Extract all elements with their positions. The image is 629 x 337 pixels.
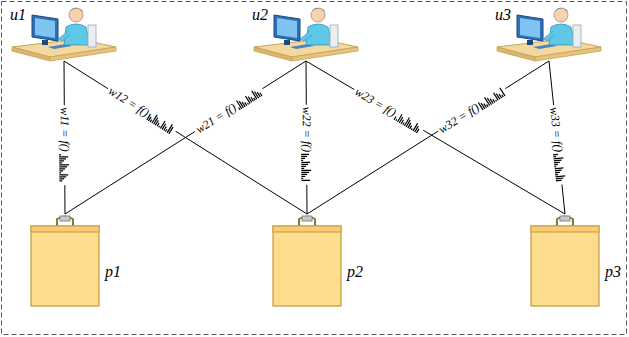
user-node: u2 xyxy=(250,3,362,63)
weight-label: w32 = f() xyxy=(434,83,509,138)
product-node: p2 xyxy=(272,212,342,307)
histogram-glyph xyxy=(476,85,507,110)
user-label: u3 xyxy=(495,7,511,23)
weight-label: w33 = f() xyxy=(547,104,569,185)
product-node: p3 xyxy=(530,212,600,307)
weight-label: w23 = f() xyxy=(351,83,427,136)
histogram-glyph xyxy=(553,153,567,184)
product-label: p1 xyxy=(105,264,121,280)
histogram-glyph xyxy=(146,110,177,135)
user-node: u1 xyxy=(8,3,120,63)
histogram-glyph xyxy=(233,85,264,110)
weight-label: w12 = f() xyxy=(104,83,180,138)
weight-formula: w32 = f() xyxy=(436,100,482,136)
weight-formula: w21 = f() xyxy=(193,100,239,136)
weight-formula: w11 = f() xyxy=(57,107,71,152)
weight-label: w21 = f() xyxy=(191,82,266,137)
shopping-bag-icon xyxy=(530,212,600,307)
histogram-glyph xyxy=(59,153,70,183)
weight-label: w11 = f() xyxy=(57,105,72,185)
user-label: u2 xyxy=(252,7,268,23)
weight-connector xyxy=(307,61,549,214)
histogram-glyph xyxy=(301,153,312,183)
user-node: u3 xyxy=(493,3,605,63)
weight-connector xyxy=(65,61,306,214)
product-node: p1 xyxy=(30,212,100,307)
histogram-glyph xyxy=(393,109,424,134)
shopping-bag-icon xyxy=(272,212,342,307)
weight-formula: w23 = f() xyxy=(352,84,398,119)
weight-connector xyxy=(306,61,565,214)
weight-formula: w22 = f() xyxy=(299,107,313,153)
weight-label: w22 = f() xyxy=(299,105,314,186)
weight-connector xyxy=(64,61,307,214)
weight-formula: w12 = f() xyxy=(106,84,152,120)
product-label: p2 xyxy=(347,264,363,280)
user-label: u1 xyxy=(10,7,26,23)
product-label: p3 xyxy=(605,264,621,280)
weight-formula: w33 = f() xyxy=(547,106,566,153)
shopping-bag-icon xyxy=(30,212,100,307)
